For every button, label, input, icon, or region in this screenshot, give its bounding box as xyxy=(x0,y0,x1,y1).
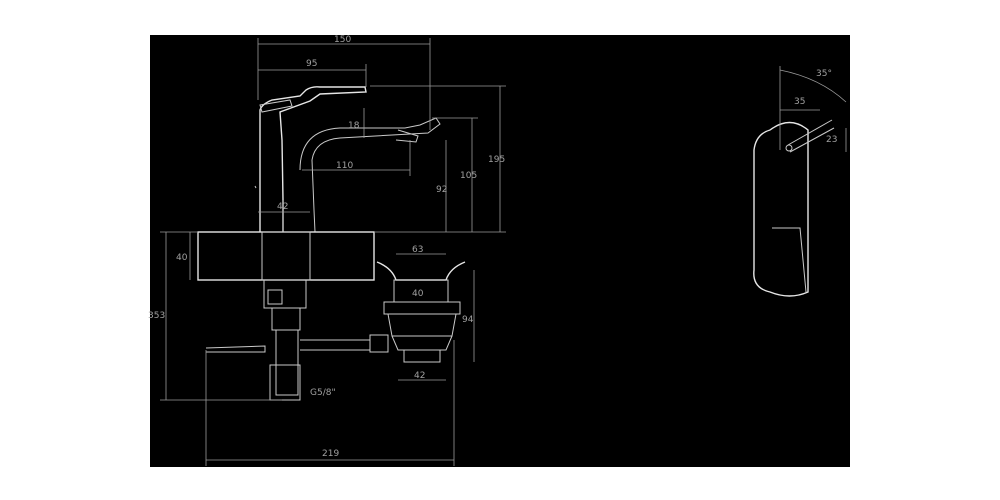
lever-top-view xyxy=(753,119,835,297)
dim-label-pullrod-reach: 219 xyxy=(322,449,339,459)
dim-label-waste-thread: G5/8" xyxy=(310,388,336,398)
dim-label-lever-offset-h: 35 xyxy=(794,97,805,107)
dim-label-mount-thickness: 40 xyxy=(176,253,188,263)
dim-label-lever-height: 18 xyxy=(348,121,360,131)
dim-label-lever-offset-v: 23 xyxy=(826,135,837,145)
dim-label-waste-top: 63 xyxy=(412,245,423,255)
dim-label-lever-length: 95 xyxy=(306,59,317,69)
dim-label-waste-bottom: 42 xyxy=(414,371,425,381)
faucet-side-view xyxy=(197,86,441,401)
dim-label-spout-height: 92 xyxy=(436,185,447,195)
dim-label-waste-inner: 40 xyxy=(412,289,424,299)
dim-label-under-counter: 353 xyxy=(148,311,165,321)
dim-label-total-height: 195 xyxy=(488,155,505,165)
dim-label-lever-angle: 35° xyxy=(816,69,832,79)
dimension-lines xyxy=(160,38,847,466)
dim-label-waste-height: 94 xyxy=(462,315,474,325)
dimension-labels: 150 95 18 110 42 92 105 195 40 353 63 40… xyxy=(148,35,837,459)
dim-label-overall-reach: 150 xyxy=(334,35,351,45)
dim-label-spout-reach: 110 xyxy=(336,161,353,171)
dim-label-body-width: 42 xyxy=(277,202,288,212)
waste-valve xyxy=(369,261,466,363)
dim-label-height-to-spout: 105 xyxy=(460,171,477,181)
